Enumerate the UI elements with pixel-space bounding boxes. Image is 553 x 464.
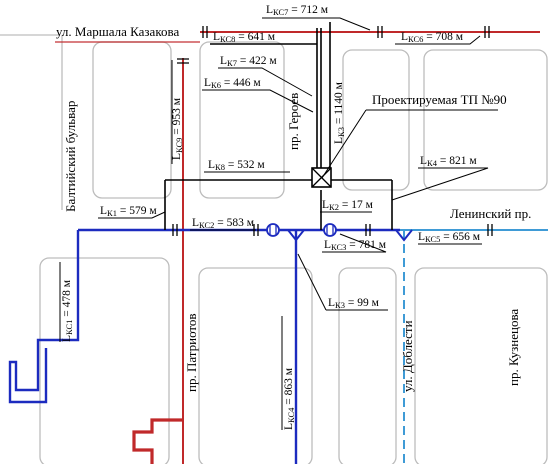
block <box>342 49 410 191</box>
section-label: LКС1 = 478 м <box>61 279 74 342</box>
substation-label: Проектируемая ТП №90 <box>372 92 507 107</box>
section-label: LК2 = 17 м <box>322 199 374 212</box>
heating-mains <box>8 31 548 464</box>
street-patriotov: пр. Патриотов <box>184 313 199 392</box>
section-label: LК4 = 821 м <box>420 155 477 168</box>
leader-k4 <box>391 167 489 201</box>
street-kuznetsova: пр. Кузнецова <box>506 309 521 386</box>
leader-k7 <box>218 67 313 97</box>
street-baltic-boulevard: Балтийский бульвар <box>63 101 78 212</box>
break-mark <box>365 224 371 236</box>
street-doblesti: ул. Доблести <box>400 320 415 392</box>
street-geroev: пр. Героев <box>286 93 301 150</box>
city-blocks <box>0 34 548 464</box>
block <box>198 267 313 464</box>
break-mark <box>377 26 383 38</box>
leader-ks6 <box>395 35 481 45</box>
break-mark <box>484 26 490 38</box>
section-label: LК3 = 99 м <box>328 297 380 310</box>
section-label: LКС2 = 583 м <box>192 217 255 230</box>
block <box>338 267 397 464</box>
leader-k6 <box>202 89 314 113</box>
red-branch-bottom-left <box>132 418 183 464</box>
leader-tp90 <box>321 109 498 179</box>
block <box>199 41 285 199</box>
substation-icon <box>311 167 332 188</box>
leader-k3-99 <box>297 253 388 311</box>
break-mark <box>487 224 493 236</box>
branch-tee-icon <box>287 229 305 242</box>
leader-ks7 <box>262 17 371 31</box>
section-label: LК3 = 1140 м <box>333 81 346 144</box>
block <box>414 267 548 464</box>
break-marks <box>172 26 493 236</box>
block <box>92 41 172 199</box>
break-mark <box>177 58 189 64</box>
section-label: LКС5 = 656 м <box>418 231 481 244</box>
section-label: LКС6 = 708 м <box>401 31 464 44</box>
valve-chamber-icon <box>266 223 280 237</box>
block <box>423 49 548 191</box>
section-label: LКС9 = 953 м <box>171 97 184 160</box>
break-mark <box>202 26 208 38</box>
equipment-symbols <box>266 167 413 242</box>
leader-lines <box>59 17 498 430</box>
section-label: LКС3 = 781 м <box>324 239 387 252</box>
section-labels: LКС7 = 712 м LКС8 = 641 м LКС6 = 708 м L… <box>61 4 481 430</box>
section-label: LК8 = 532 м <box>208 159 265 172</box>
block <box>39 257 170 464</box>
section-label: LК1 = 579 м <box>100 205 157 218</box>
leader-k1 <box>98 211 166 219</box>
street-leninsky: Ленинский пр. <box>450 206 531 221</box>
section-label: LК7 = 422 м <box>220 55 277 68</box>
section-label: LКС7 = 712 м <box>266 4 329 17</box>
break-mark <box>172 224 178 236</box>
leader-ks3 <box>322 233 387 253</box>
street-names: ул. Маршала Казакова Балтийский бульвар … <box>56 24 531 392</box>
branch-tee-icon <box>395 229 413 242</box>
street-marshal-kazakov: ул. Маршала Казакова <box>56 24 179 39</box>
section-label: LК6 = 446 м <box>204 77 261 90</box>
section-label: LКС4 = 863 м <box>283 367 296 430</box>
blue-branch-left <box>8 230 80 404</box>
section-label: LКС8 = 641 м <box>213 31 276 44</box>
valve-chamber-icon <box>323 223 337 237</box>
